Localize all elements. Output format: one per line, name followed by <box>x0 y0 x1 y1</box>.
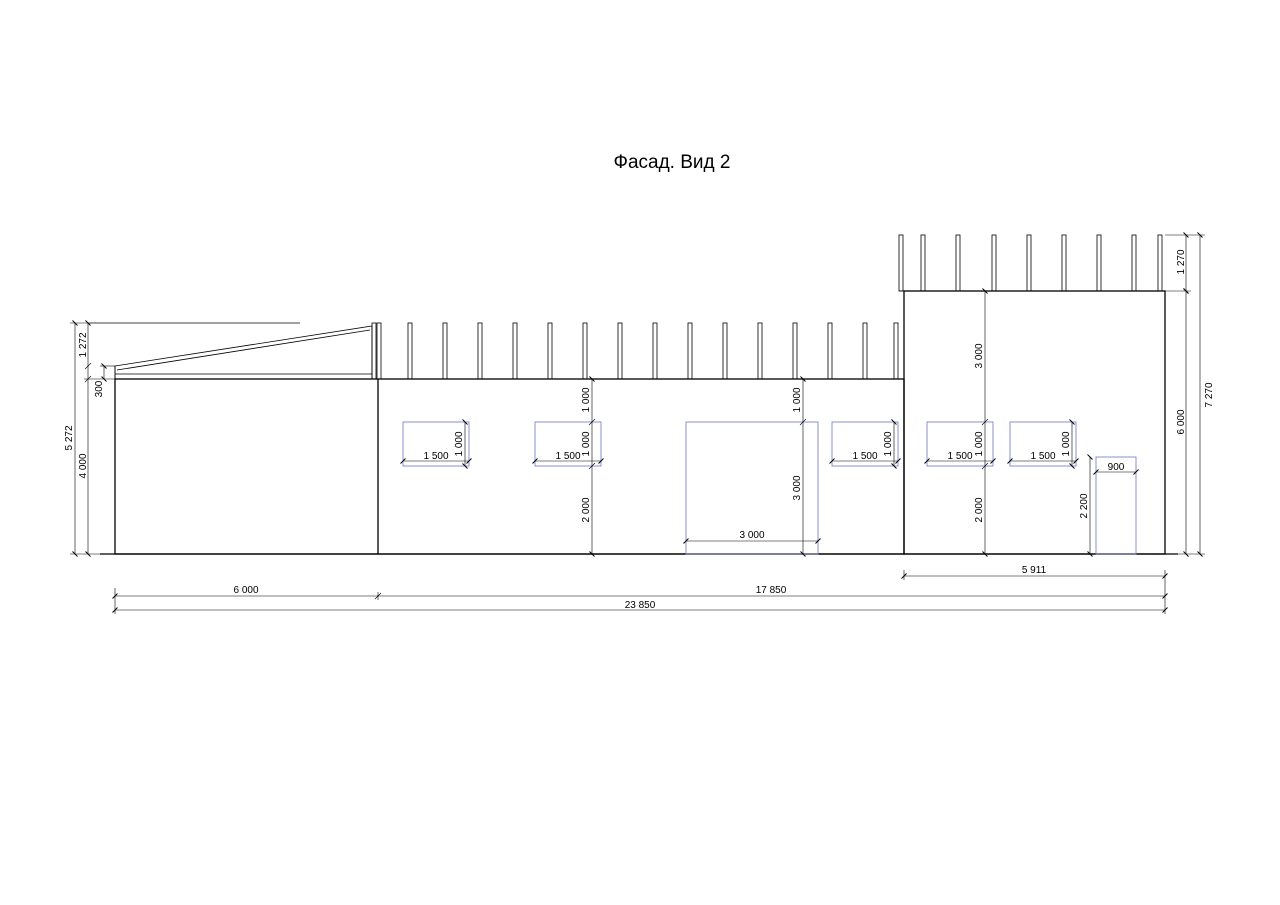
dim-1000: 1 000 <box>792 387 803 412</box>
dim-gate-width: 3 000 <box>739 530 764 541</box>
parapet-posts-main <box>371 322 899 380</box>
door-opening <box>1095 456 1137 555</box>
parapet-post <box>1157 234 1163 292</box>
parapet-post <box>547 322 553 380</box>
parapet-post <box>1131 234 1137 292</box>
dimension-labels: 6 000 17 850 23 850 5 911 3 000 900 1 50… <box>64 249 1215 611</box>
parapet-post <box>617 322 623 380</box>
parapet-post <box>1096 234 1102 292</box>
dim-17850: 17 850 <box>756 585 787 596</box>
dim-4000: 4 000 <box>78 453 89 478</box>
dim-6000: 6 000 <box>233 585 258 596</box>
parapet-post <box>376 322 382 380</box>
gate-opening <box>685 421 819 555</box>
parapet-post <box>757 322 763 380</box>
tower-wall <box>903 290 1166 555</box>
dim-2200: 2 200 <box>1079 493 1090 518</box>
parapet-post <box>652 322 658 380</box>
dim-6000-right: 6 000 <box>1176 409 1187 434</box>
dim-2000: 2 000 <box>581 497 592 522</box>
dimension-lines <box>70 232 1205 614</box>
dim-window-height: 1 000 <box>1061 431 1072 456</box>
parapet-post <box>893 322 899 380</box>
parapet-post <box>792 322 798 380</box>
dim-300: 300 <box>94 380 105 397</box>
parapet-post <box>722 322 728 380</box>
dim-3000: 3 000 <box>974 343 985 368</box>
dim-1000: 1 000 <box>581 387 592 412</box>
dim-1000: 1 000 <box>581 431 592 456</box>
dim-1272: 1 272 <box>78 332 89 357</box>
parapet-post <box>477 322 483 380</box>
roof-body <box>114 325 373 380</box>
dim-5272: 5 272 <box>64 425 75 450</box>
dim-7270: 7 270 <box>1204 382 1215 407</box>
dim-window-height: 1 000 <box>454 431 465 456</box>
parapet-post <box>407 322 413 380</box>
sloped-roof <box>88 322 373 380</box>
dim-2000: 2 000 <box>974 497 985 522</box>
roof-edge <box>116 329 371 371</box>
building-outline <box>100 290 1178 555</box>
window <box>402 421 470 467</box>
dim-window-width: 1 500 <box>852 451 877 462</box>
dim-window-width: 1 500 <box>423 451 448 462</box>
dim-23850: 23 850 <box>625 600 656 611</box>
parapet-post <box>920 234 926 292</box>
main-wall <box>114 378 905 555</box>
parapet-post <box>512 322 518 380</box>
dim-window-width: 1 500 <box>555 451 580 462</box>
openings <box>402 421 1137 555</box>
parapet-post <box>1026 234 1032 292</box>
parapet-post <box>442 322 448 380</box>
parapet-post <box>898 234 904 292</box>
dim-window-height: 1 000 <box>883 431 894 456</box>
parapet-post <box>827 322 833 380</box>
dim-window-width: 1 500 <box>1030 451 1055 462</box>
dim-3000: 3 000 <box>792 475 803 500</box>
window <box>534 421 602 467</box>
window <box>926 421 994 467</box>
dim-window-width: 1 500 <box>947 451 972 462</box>
drawing-title: Фасад. Вид 2 <box>613 152 731 173</box>
parapet-posts-tower <box>898 234 1165 292</box>
dim-1270: 1 270 <box>1176 249 1187 274</box>
parapet-post <box>1061 234 1067 292</box>
window <box>831 421 899 467</box>
parapet-post <box>955 234 961 292</box>
dim-1000: 1 000 <box>974 431 985 456</box>
parapet-post <box>862 322 868 380</box>
dim-5911: 5 911 <box>1022 565 1047 576</box>
parapet-post <box>371 322 377 380</box>
dim-door-width: 900 <box>1108 462 1125 473</box>
parapet-post <box>582 322 588 380</box>
window <box>1009 421 1077 467</box>
parapet-post <box>991 234 997 292</box>
parapet-post <box>687 322 693 380</box>
